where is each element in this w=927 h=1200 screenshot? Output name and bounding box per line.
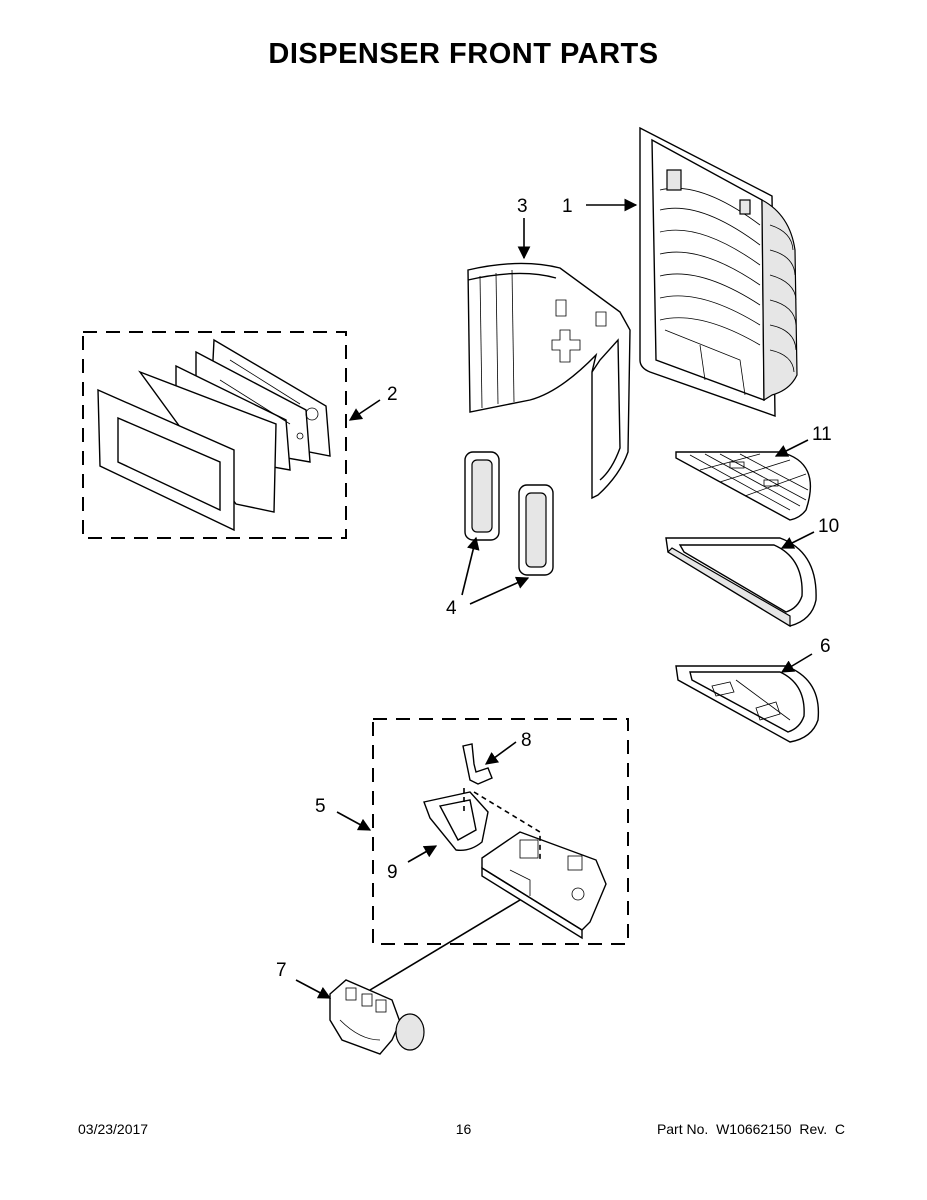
footer-date: 03/23/2017 <box>78 1121 149 1137</box>
part-3-dispenser-cover <box>467 262 631 500</box>
callout-11: 11 <box>812 424 832 445</box>
callout-3: 3 <box>517 196 528 217</box>
callout-4: 4 <box>446 598 457 619</box>
leader-9 <box>407 845 438 863</box>
leader-11 <box>774 439 809 457</box>
leader-4b <box>469 576 530 605</box>
part-5-group-box <box>372 718 629 945</box>
part-10-drip-tray <box>665 537 817 628</box>
leader-7 <box>295 979 332 999</box>
callout-9: 9 <box>387 862 398 883</box>
callout-2: 2 <box>387 384 398 405</box>
callout-6: 6 <box>820 636 831 657</box>
leader-4a <box>461 536 480 596</box>
callout-8: 8 <box>521 730 532 751</box>
callout-7: 7 <box>276 960 287 981</box>
part-8-small-switch <box>462 743 493 785</box>
part-7-actuator <box>329 979 425 1055</box>
part-9-chute-door <box>423 788 489 852</box>
part-6-tray-base <box>675 665 820 743</box>
part-11-tray-grille <box>675 451 812 521</box>
leader-8 <box>484 741 517 765</box>
callout-5: 5 <box>315 796 326 817</box>
callout-10: 10 <box>818 516 839 537</box>
leader-6 <box>780 653 813 673</box>
footer-part-number: Part No. W10662150 Rev. C <box>656 1121 845 1137</box>
part-2-user-interface <box>97 338 331 532</box>
leader-5 <box>336 811 372 831</box>
leader-10 <box>780 531 815 549</box>
footer-page-number: 16 <box>455 1121 472 1137</box>
part-1-dispenser-housing <box>639 126 798 417</box>
callout-1: 1 <box>562 196 573 217</box>
part-5-control-housing <box>473 791 607 940</box>
leader-2 <box>348 399 381 421</box>
part-7-connector-line <box>369 899 521 991</box>
part-2-group-box <box>82 331 347 539</box>
part-4-lens-pair <box>464 451 554 576</box>
page-title: DISPENSER FRONT PARTS <box>268 38 659 70</box>
